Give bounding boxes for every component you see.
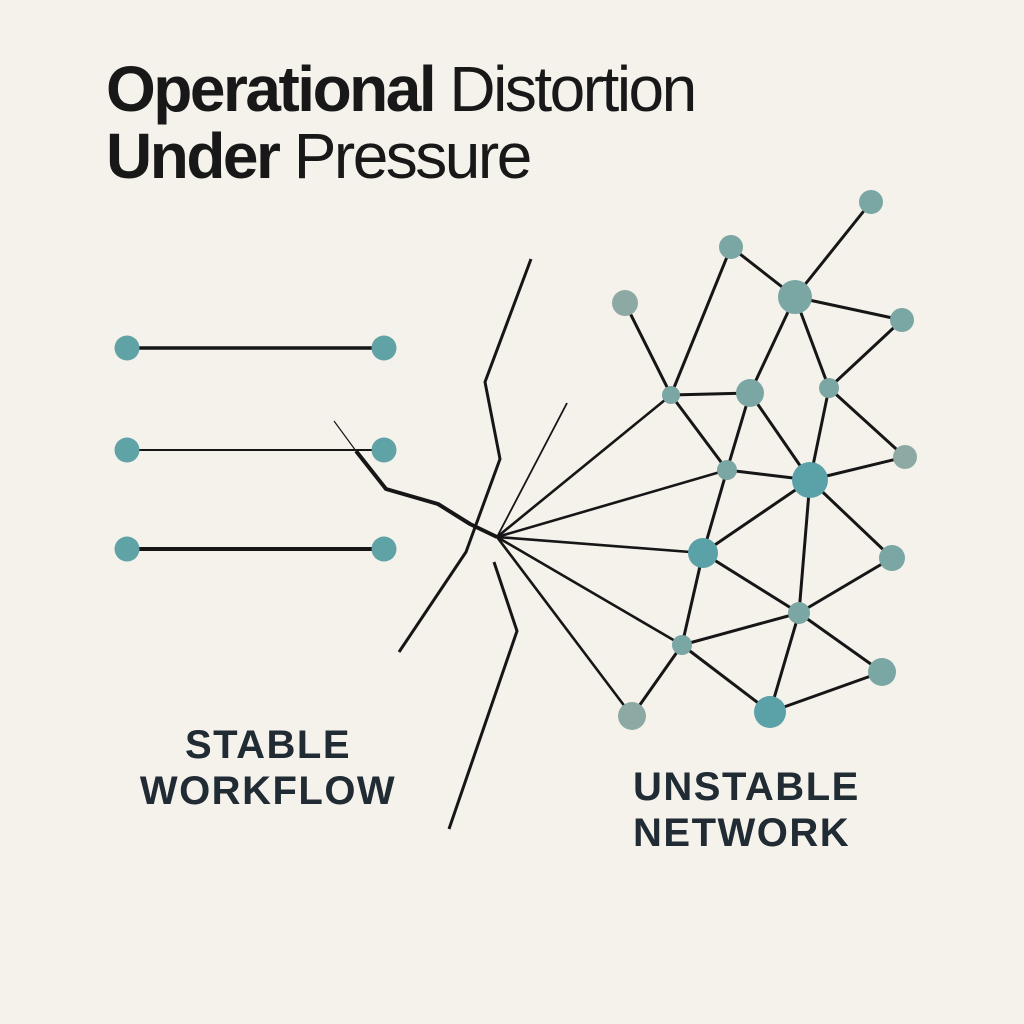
network-edge [702, 478, 811, 555]
network-edge [748, 296, 797, 394]
network-node [717, 460, 737, 480]
workflow-dot [371, 536, 397, 562]
fan-line [496, 535, 683, 647]
network-node [788, 602, 810, 624]
fan-line [495, 536, 634, 717]
stable-workflow-label-line1: STABLE [184, 723, 352, 767]
network-edge [623, 302, 673, 396]
network-edge [794, 295, 903, 322]
network-node [819, 378, 839, 398]
fan-line [496, 468, 728, 539]
network-edge [769, 670, 883, 714]
title-word-light: Pressure [293, 120, 533, 192]
network-edge [808, 478, 894, 560]
crack-line [447, 561, 519, 830]
pull-line [354, 449, 498, 539]
network-edge [797, 479, 812, 614]
network-edge [768, 612, 801, 713]
network-node [890, 308, 914, 332]
network-edge [827, 386, 907, 459]
network-node [868, 658, 896, 686]
title-word-light: Distortion [449, 53, 697, 125]
network-node [612, 290, 638, 316]
network-edge [669, 394, 729, 471]
workflow-dot [371, 437, 397, 463]
stable-workflow-label-line2: WORKFLOW [139, 769, 397, 813]
workflow-dot [114, 437, 140, 463]
title-word-strong: Operational [106, 53, 450, 125]
title-line-2: Under Pressure [106, 123, 695, 190]
network-node [879, 545, 905, 571]
network-edge [793, 201, 873, 298]
break-lead-line [333, 420, 357, 452]
network-edge [681, 643, 771, 714]
network-node [754, 696, 786, 728]
workflow-dot [114, 335, 140, 361]
unstable-network-label: UNSTABLE NETWORK [633, 764, 860, 856]
fan-line [496, 393, 672, 539]
fan-line [496, 402, 568, 538]
crack-line [397, 258, 533, 653]
network-node [719, 235, 743, 259]
network-edge [630, 644, 684, 717]
network-node [618, 702, 646, 730]
network-node [893, 445, 917, 469]
network-edge [669, 246, 733, 396]
unstable-network-label-line2: NETWORK [633, 811, 851, 855]
network-edge [681, 611, 800, 647]
fan-line [496, 535, 704, 555]
unstable-network-label-line1: UNSTABLE [633, 765, 860, 809]
network-node [662, 386, 680, 404]
network-edge [798, 611, 883, 674]
title-line-1: Operational Distortion [106, 53, 697, 125]
workflow-dot [371, 335, 397, 361]
network-edge [827, 318, 904, 390]
network-node [688, 538, 718, 568]
workflow-dot [114, 536, 140, 562]
network-node [859, 190, 883, 214]
stable-workflow-label: STABLE WORKFLOW [98, 722, 438, 814]
network-edge [680, 552, 705, 646]
network-node [792, 462, 828, 498]
page-title: Operational Distortion Under Pressure [106, 53, 697, 190]
network-node [778, 280, 812, 314]
title-word-strong: Under [106, 120, 294, 192]
network-node [736, 379, 764, 407]
network-edge [798, 556, 893, 615]
network-edge [702, 551, 800, 615]
network-node [672, 635, 692, 655]
